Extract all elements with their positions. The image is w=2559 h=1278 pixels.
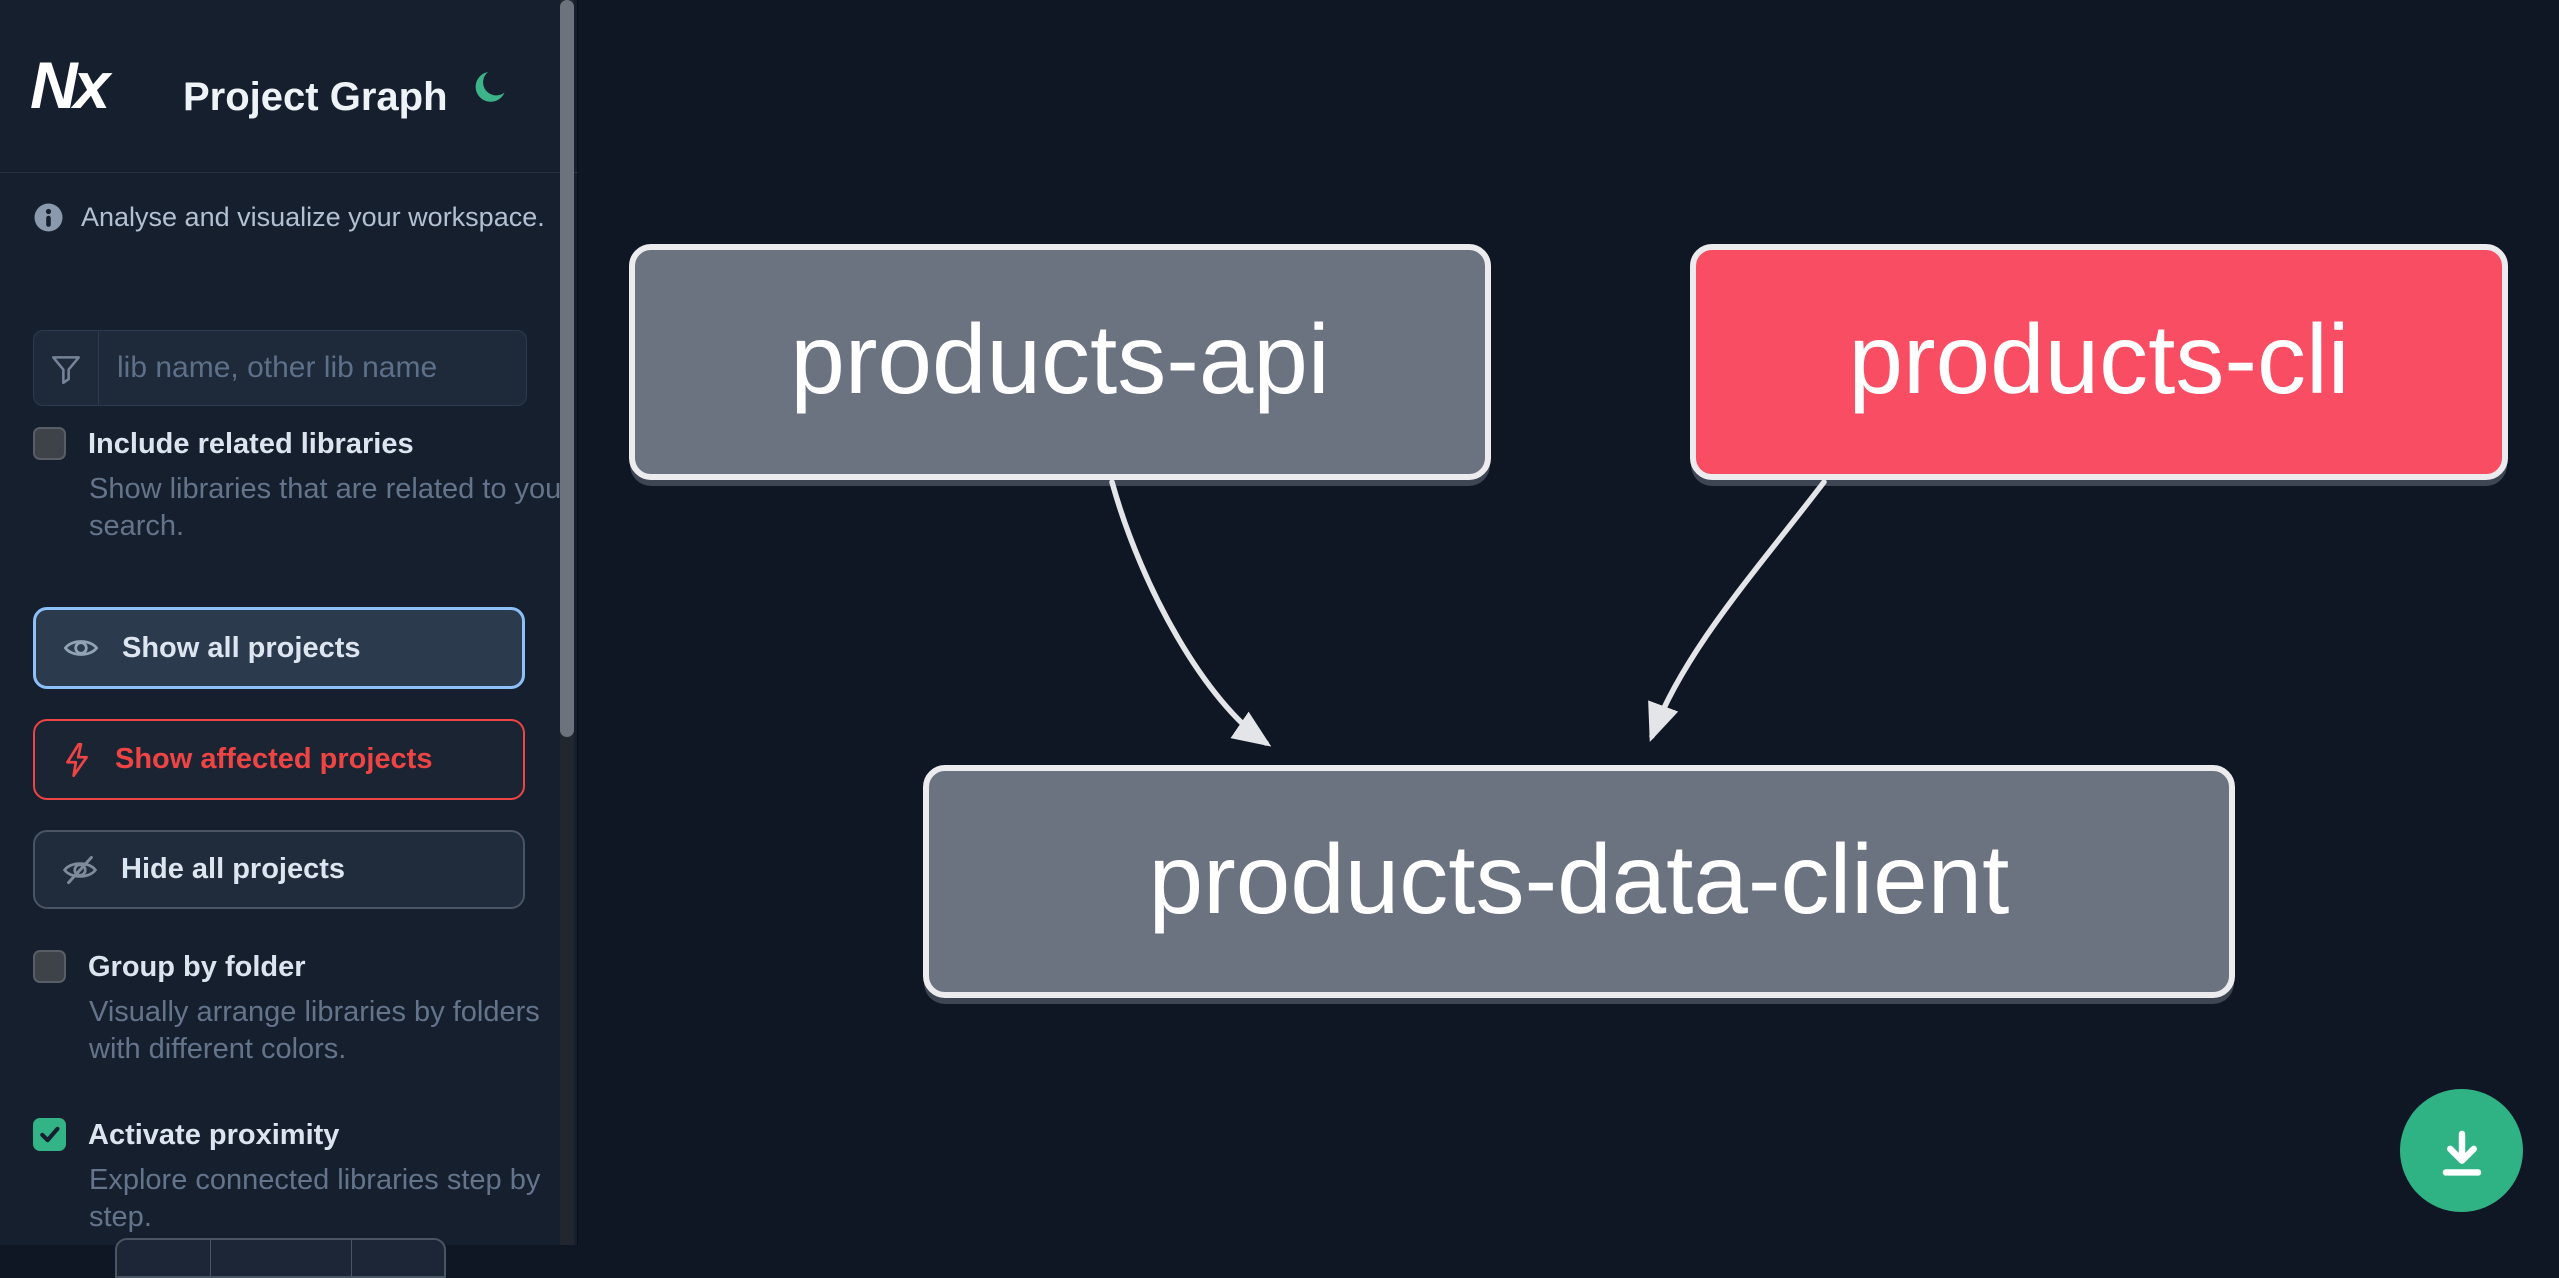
proximity-depth-stepper[interactable] xyxy=(115,1238,446,1278)
sidebar-scrollbar-track[interactable] xyxy=(560,0,574,1245)
node-label: products-cli xyxy=(1848,310,2349,408)
action-label: Show affected projects xyxy=(115,743,432,776)
search-box xyxy=(33,330,527,406)
graph-node-products-cli[interactable]: products-cli xyxy=(1690,244,2508,480)
action-label: Show all projects xyxy=(122,632,361,665)
workspace-info: Analyse and visualize your workspace. xyxy=(33,202,545,233)
proximity-depth-value xyxy=(211,1240,352,1276)
activate-proximity-checkbox[interactable] xyxy=(33,1118,66,1151)
show-affected-projects-button[interactable]: Show affected projects xyxy=(33,719,525,800)
eye-icon xyxy=(62,633,100,663)
search-icon-zone xyxy=(34,331,99,405)
edge-products-cli-to-products-data-client xyxy=(1652,482,1824,736)
option-description: Show libraries that are related to your … xyxy=(89,471,589,545)
eye-off-icon xyxy=(61,854,99,886)
action-label: Hide all projects xyxy=(121,853,345,886)
filter-funnel-icon xyxy=(48,350,84,386)
download-icon xyxy=(2432,1121,2492,1181)
include-related-libraries-checkbox[interactable] xyxy=(33,427,66,460)
option-group-by-folder: Group by folder Visually arrange librari… xyxy=(33,949,589,1068)
nx-logo: Nx xyxy=(30,52,106,118)
sidebar-scrollbar-thumb[interactable] xyxy=(560,0,574,737)
moon-icon xyxy=(468,66,512,110)
sidebar: Nx Project Graph Analyse and visualize y… xyxy=(0,0,578,1245)
graph-node-products-api[interactable]: products-api xyxy=(629,244,1491,480)
info-icon xyxy=(33,202,64,233)
proximity-increment-button[interactable] xyxy=(352,1240,444,1276)
group-by-folder-checkbox[interactable] xyxy=(33,950,66,983)
option-description: Explore connected libraries step by step… xyxy=(89,1162,589,1236)
option-label[interactable]: Activate proximity xyxy=(88,1117,589,1153)
show-all-projects-button[interactable]: Show all projects xyxy=(33,607,525,689)
node-label: products-data-client xyxy=(1149,830,2010,928)
bolt-icon xyxy=(61,742,93,778)
option-include-related-libraries: Include related libraries Show libraries… xyxy=(33,426,589,545)
option-label[interactable]: Group by folder xyxy=(88,949,589,985)
workspace-info-text: Analyse and visualize your workspace. xyxy=(81,202,545,233)
proximity-decrement-button[interactable] xyxy=(117,1240,211,1276)
node-label: products-api xyxy=(790,310,1329,408)
checkmark-icon xyxy=(37,1122,62,1147)
theme-toggle-button[interactable] xyxy=(468,66,512,110)
hide-all-projects-button[interactable]: Hide all projects xyxy=(33,830,525,909)
option-description: Visually arrange libraries by folders wi… xyxy=(89,994,589,1068)
option-label[interactable]: Include related libraries xyxy=(88,426,589,462)
page-title: Project Graph xyxy=(183,75,448,119)
edge-products-api-to-products-data-client xyxy=(1112,482,1266,743)
search-input[interactable] xyxy=(99,331,526,405)
download-graph-button[interactable] xyxy=(2400,1089,2523,1212)
graph-node-products-data-client[interactable]: products-data-client xyxy=(923,765,2235,998)
sidebar-header: Nx Project Graph xyxy=(0,0,578,173)
option-activate-proximity: Activate proximity Explore connected lib… xyxy=(33,1117,589,1236)
